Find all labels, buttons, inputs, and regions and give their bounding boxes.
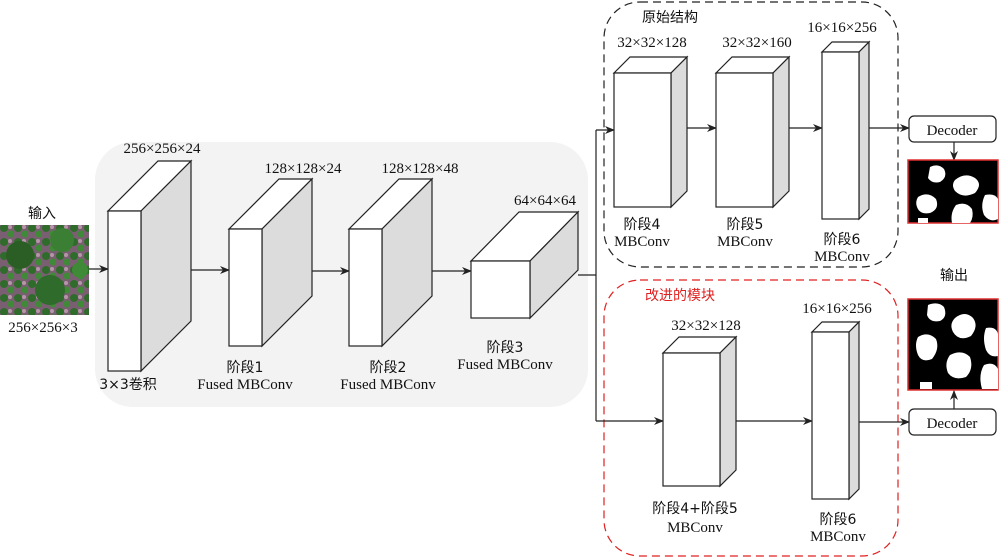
stage3-size: 64×64×64 xyxy=(514,193,576,209)
stage2-block xyxy=(347,177,434,348)
improved-module-title: 改进的模块 xyxy=(645,288,715,304)
decoder-bottom-label: Decoder xyxy=(927,416,978,432)
stage45-label-en: MBConv xyxy=(667,520,723,536)
stage2-label-en: Fused MBConv xyxy=(340,377,436,393)
conv-label: 3×3卷积 xyxy=(99,377,157,393)
conv-block xyxy=(106,159,193,373)
stage6-improved-label-en: MBConv xyxy=(810,529,866,545)
stage6-original-label-cn: 阶段6 xyxy=(824,232,861,248)
original-structure-title: 原始结构 xyxy=(642,10,698,26)
stage4-label-cn: 阶段4 xyxy=(624,217,661,233)
stage45-size: 32×32×128 xyxy=(671,318,740,334)
input-image xyxy=(0,225,89,315)
decoder-top-label: Decoder xyxy=(927,123,978,139)
stage45-label-cn: 阶段4+阶段5 xyxy=(652,501,738,517)
stage6-original-label-en: MBConv xyxy=(814,249,870,265)
output-title: 输出 xyxy=(940,268,968,284)
stage5-size: 32×32×160 xyxy=(722,35,791,51)
conv-size: 256×256×24 xyxy=(124,141,201,157)
stage5-block xyxy=(714,55,791,209)
stage4-size: 32×32×128 xyxy=(617,35,686,51)
stage3-block xyxy=(469,210,580,320)
output-mask-top xyxy=(907,159,999,224)
stage45-block xyxy=(661,335,738,488)
stage6-original-block xyxy=(820,40,871,221)
stage6-improved-block xyxy=(810,320,861,501)
stage4-label-en: MBConv xyxy=(614,234,670,250)
input-size: 256×256×3 xyxy=(8,320,77,336)
stage2-label-cn: 阶段2 xyxy=(370,360,407,376)
stage1-block xyxy=(227,177,314,348)
stage1-label-cn: 阶段1 xyxy=(227,360,264,376)
input-title: 输入 xyxy=(28,206,56,222)
improved-module-frame xyxy=(603,279,899,557)
original-structure-frame xyxy=(603,1,899,268)
stage6-original-size: 16×16×256 xyxy=(807,20,877,36)
decoder-top-box xyxy=(908,115,997,143)
stage3-label-cn: 阶段3 xyxy=(487,340,524,356)
stage6-improved-label-cn: 阶段6 xyxy=(820,512,857,528)
stage6-improved-size: 16×16×256 xyxy=(802,301,872,317)
output-mask-bottom xyxy=(907,298,999,391)
stage5-label-cn: 阶段5 xyxy=(727,217,764,233)
stage1-size: 128×128×24 xyxy=(265,161,342,177)
stage4-block xyxy=(612,55,689,209)
stage1-label-en: Fused MBConv xyxy=(197,377,293,393)
stage2-size: 128×128×48 xyxy=(382,161,459,177)
stage5-label-en: MBConv xyxy=(717,234,773,250)
stage3-label-en: Fused MBConv xyxy=(457,357,553,373)
